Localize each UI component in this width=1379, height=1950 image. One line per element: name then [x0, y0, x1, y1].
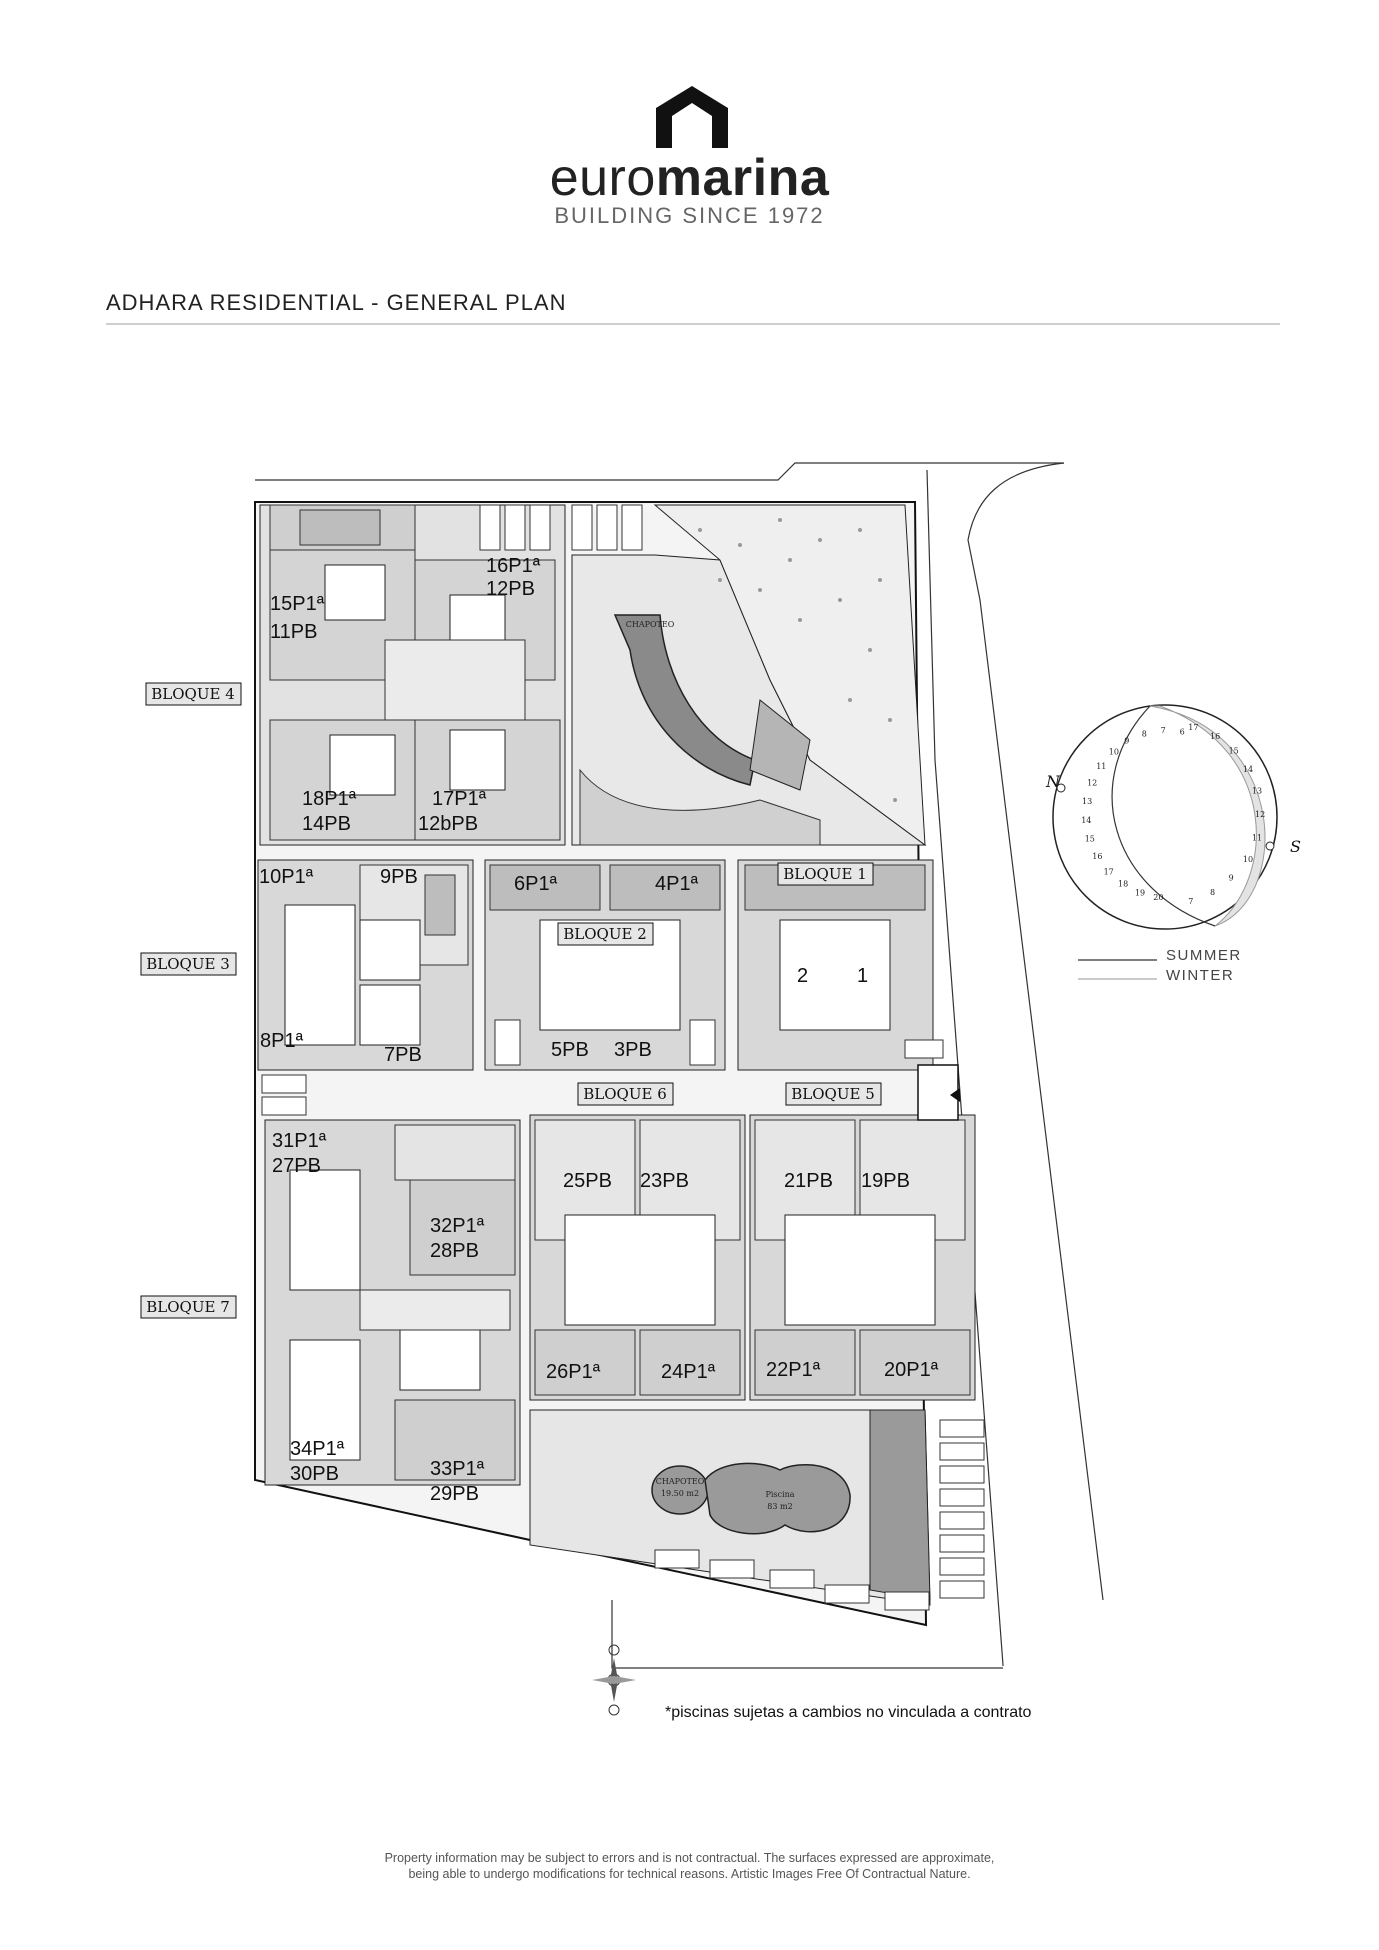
- label-bloque-7: BLOQUE 7: [146, 1298, 229, 1316]
- sun-hour-winter: 16: [1210, 732, 1220, 741]
- sun-hour-summer: 9: [1124, 737, 1129, 746]
- compass-rose-icon: [592, 1644, 636, 1716]
- sun-hour-summer: 15: [1085, 835, 1095, 844]
- sun-hour-winter: 12: [1255, 810, 1265, 819]
- unit-2: 2: [797, 965, 808, 987]
- label-bloque-3: BLOQUE 3: [146, 955, 229, 973]
- unit-32: 32P1ª: [430, 1215, 485, 1237]
- unit-12b: 12bPB: [418, 813, 478, 835]
- unit-1: 1: [857, 965, 868, 987]
- sun-hour-summer: 17: [1104, 867, 1114, 876]
- page-title: ADHARA RESIDENTIAL - GENERAL PLAN: [106, 290, 567, 315]
- unit-7: 7PB: [384, 1044, 422, 1066]
- sun-hour-summer: 7: [1161, 726, 1166, 735]
- sun-hour-winter: 17: [1188, 723, 1198, 732]
- label-bloque-2: BLOQUE 2: [563, 925, 646, 943]
- unit-10: 10P1ª: [259, 866, 314, 888]
- unit-25: 25PB: [563, 1170, 612, 1192]
- unit-23: 23PB: [640, 1170, 689, 1192]
- brand-name-light: euro: [549, 149, 656, 207]
- sun-hour-summer: 8: [1142, 729, 1147, 738]
- brand-tagline: BUILDING SINCE 1972: [554, 203, 825, 228]
- pool-note: *piscinas sujetas a cambios no vinculada…: [665, 1704, 1032, 1721]
- sun-hour-winter: 10: [1243, 855, 1253, 864]
- sun-hour-summer: 13: [1082, 797, 1092, 806]
- label-bloque-5: BLOQUE 5: [791, 1085, 874, 1103]
- sun-hour-winter: 11: [1252, 833, 1262, 842]
- sun-hour-summer: 11: [1096, 762, 1106, 771]
- brand-name-bold: marina: [655, 149, 830, 207]
- sun-hour-winter: 13: [1252, 787, 1262, 796]
- sun-hour-summer: 18: [1118, 880, 1128, 889]
- unit-30: 30PB: [290, 1463, 339, 1485]
- unit-11: 11PB: [270, 621, 317, 643]
- sun-hour-summer: 14: [1081, 816, 1091, 825]
- disclaimer-line-1: Property information may be subject to e…: [384, 1851, 995, 1865]
- sun-diagram-north: N: [1045, 772, 1061, 791]
- unit-3: 3PB: [614, 1039, 652, 1061]
- sun-hour-winter: 9: [1229, 874, 1234, 883]
- unit-12: 12PB: [486, 578, 535, 600]
- unit-9: 9PB: [380, 866, 418, 888]
- unit-4: 4P1ª: [655, 873, 699, 895]
- sun-hour-winter: 7: [1188, 897, 1193, 906]
- unit-28: 28PB: [430, 1240, 479, 1262]
- unit-34: 34P1ª: [290, 1438, 345, 1460]
- sun-hour-summer: 20: [1153, 893, 1163, 902]
- unit-8: 8P1ª: [260, 1030, 304, 1052]
- unit-17: 17P1ª: [432, 788, 487, 810]
- unit-27: 27PB: [272, 1155, 321, 1177]
- unit-16: 16P1ª: [486, 555, 541, 577]
- legend-summer: SUMMER: [1166, 947, 1242, 964]
- title-divider: [106, 323, 1280, 325]
- unit-labels: 15P1ª 11PB 16P1ª 12PB 18P1ª 14PB 17P1ª 1…: [259, 555, 939, 1505]
- unit-14: 14PB: [302, 813, 351, 835]
- sun-diagram-south: S: [1290, 837, 1301, 856]
- unit-29: 29PB: [430, 1483, 479, 1505]
- unit-31: 31P1ª: [272, 1130, 327, 1152]
- unit-22: 22P1ª: [766, 1359, 821, 1381]
- label-bloque-6: BLOQUE 6: [583, 1085, 666, 1103]
- brand-wordmark: euromarina: [0, 152, 1379, 204]
- piscina-area: 83 m2: [767, 1502, 792, 1511]
- unit-15: 15P1ª: [270, 593, 325, 615]
- unit-6: 6P1ª: [514, 873, 558, 895]
- sun-hour-summer: 10: [1109, 748, 1119, 757]
- sun-hour-winter: 8: [1210, 888, 1215, 897]
- sun-hour-winter: 15: [1229, 746, 1239, 755]
- sun-hour-summer: 6: [1180, 727, 1185, 736]
- unit-20: 20P1ª: [884, 1359, 939, 1381]
- unit-33: 33P1ª: [430, 1458, 485, 1480]
- unit-18: 18P1ª: [302, 788, 357, 810]
- sun-hour-summer: 16: [1092, 852, 1102, 861]
- sun-hour-winter: 14: [1243, 765, 1253, 774]
- label-bloque-4: BLOQUE 4: [151, 685, 234, 703]
- unit-21: 21PB: [784, 1170, 833, 1192]
- disclaimer: Property information may be subject to e…: [0, 1850, 1379, 1882]
- block-labels: BLOQUE 4 BLOQUE 3 BLOQUE 7 BLOQUE 1 BLOQ…: [140, 682, 882, 1319]
- piscina-label: Piscina: [765, 1490, 794, 1499]
- disclaimer-line-2: being able to undergo modifications for …: [408, 1867, 971, 1881]
- chapoteo-label-top: CHAPOTEO: [626, 620, 675, 629]
- unit-19: 19PB: [861, 1170, 910, 1192]
- unit-5: 5PB: [551, 1039, 589, 1061]
- chapoteo-area: 19.50 m2: [661, 1489, 699, 1498]
- sun-hour-summer: 12: [1087, 779, 1097, 788]
- chapoteo-label-bottom: CHAPOTEO: [656, 1477, 705, 1486]
- legend-winter: WINTER: [1166, 967, 1235, 984]
- unit-24: 24P1ª: [661, 1361, 716, 1383]
- house-logo-icon: [656, 86, 728, 148]
- sun-hour-summer: 19: [1135, 888, 1145, 897]
- unit-26: 26P1ª: [546, 1361, 601, 1383]
- sun-path-diagram: N S: [1045, 704, 1301, 930]
- label-bloque-1: BLOQUE 1: [783, 865, 866, 883]
